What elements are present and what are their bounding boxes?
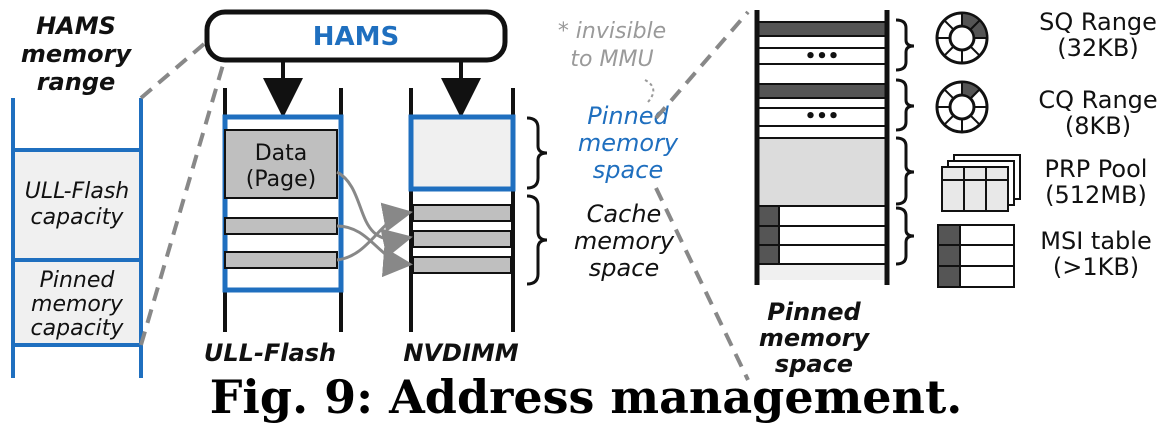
svg-text:memory: memory (21, 40, 133, 68)
pinned-detail-column (754, 10, 890, 285)
data-page-block (224, 129, 338, 199)
svg-text:memory: memory (578, 129, 679, 157)
legend-msi-label: MSI table (>1KB) (1040, 227, 1151, 281)
stacked-pages-icon (941, 154, 1021, 212)
zoom-lines-left (139, 24, 227, 346)
nvdimm-pinned-region (408, 114, 516, 192)
svg-text:HAMS: HAMS (36, 12, 116, 40)
svg-text:(8KB): (8KB) (1065, 112, 1131, 140)
mmu-note: * invisible to MMU (558, 19, 666, 72)
svg-text:capacity: capacity (31, 316, 125, 341)
ring-icon (935, 11, 989, 65)
svg-text:space: space (589, 254, 659, 282)
hams-controller-box (204, 9, 508, 63)
pinned-capacity-region (13, 260, 141, 345)
cq-ellipsis: ••• (805, 106, 840, 127)
svg-text:PRP Pool: PRP Pool (1045, 155, 1148, 183)
svg-text:Data: Data (255, 141, 308, 166)
data-page-label: Data (Page) (246, 141, 316, 192)
svg-text:Cache: Cache (587, 200, 662, 228)
hams-memory-range-title: HAMS memory range (21, 12, 133, 96)
nvdimm-cache-slot-3 (412, 256, 512, 274)
svg-text:to MMU: to MMU (570, 47, 653, 72)
flash-capacity-region (13, 150, 141, 260)
svg-text:* invisible: * invisible (558, 19, 666, 44)
svg-text:(Page): (Page) (246, 167, 316, 192)
nvdimm-braces (526, 116, 548, 286)
legend-cq-label: CQ Range (8KB) (1038, 86, 1157, 140)
flash-capacity-label: ULL-Flash capacity (25, 179, 130, 230)
nvdimm-cache-slot-2 (412, 230, 512, 248)
nvdimm-cache-slot-1 (412, 204, 512, 222)
svg-text:range: range (37, 68, 116, 96)
svg-text:CQ Range: CQ Range (1038, 86, 1157, 114)
flash-page-block-2 (224, 217, 338, 235)
sq-ellipsis: ••• (805, 46, 840, 67)
svg-text:SQ Range: SQ Range (1039, 8, 1157, 36)
svg-text:space: space (775, 350, 853, 378)
pinned-capacity-label: Pinned memory capacity (31, 268, 125, 341)
detail-braces (895, 18, 915, 266)
cache-space-label: Cache memory space (574, 200, 675, 282)
svg-text:space: space (593, 156, 663, 184)
figure-caption: Fig. 9: Address management. (209, 370, 963, 424)
cache-movement-arrows (336, 170, 413, 278)
svg-text:Pinned: Pinned (767, 298, 861, 326)
note-pointer (644, 79, 655, 103)
nvdimm-label: NVDIMM (403, 339, 518, 367)
svg-text:ULL-Flash: ULL-Flash (25, 179, 130, 204)
ull-flash-label: ULL-Flash (204, 339, 336, 367)
legend-prp-label: PRP Pool (512MB) (1045, 155, 1148, 209)
zoom-lines-right (654, 10, 750, 381)
ring-icon (935, 80, 989, 134)
svg-text:(512MB): (512MB) (1045, 181, 1147, 209)
legend-sq-label: SQ Range (32KB) (1039, 8, 1157, 62)
hams-range-frame (11, 98, 143, 378)
svg-text:Pinned: Pinned (40, 268, 116, 293)
svg-text:memory: memory (574, 227, 675, 255)
svg-text:MSI table: MSI table (1040, 227, 1151, 255)
svg-text:(32KB): (32KB) (1057, 34, 1138, 62)
svg-text:capacity: capacity (31, 205, 125, 230)
pinned-space-label: Pinned memory space (578, 102, 679, 184)
table-icon (937, 224, 1015, 288)
hams-box-label: HAMS (313, 22, 399, 52)
flash-page-block-3 (224, 251, 338, 269)
svg-text:(>1KB): (>1KB) (1053, 253, 1139, 281)
pinned-detail-label: Pinned memory space (759, 298, 871, 378)
svg-text:memory: memory (759, 324, 871, 352)
svg-text:memory: memory (31, 292, 124, 317)
